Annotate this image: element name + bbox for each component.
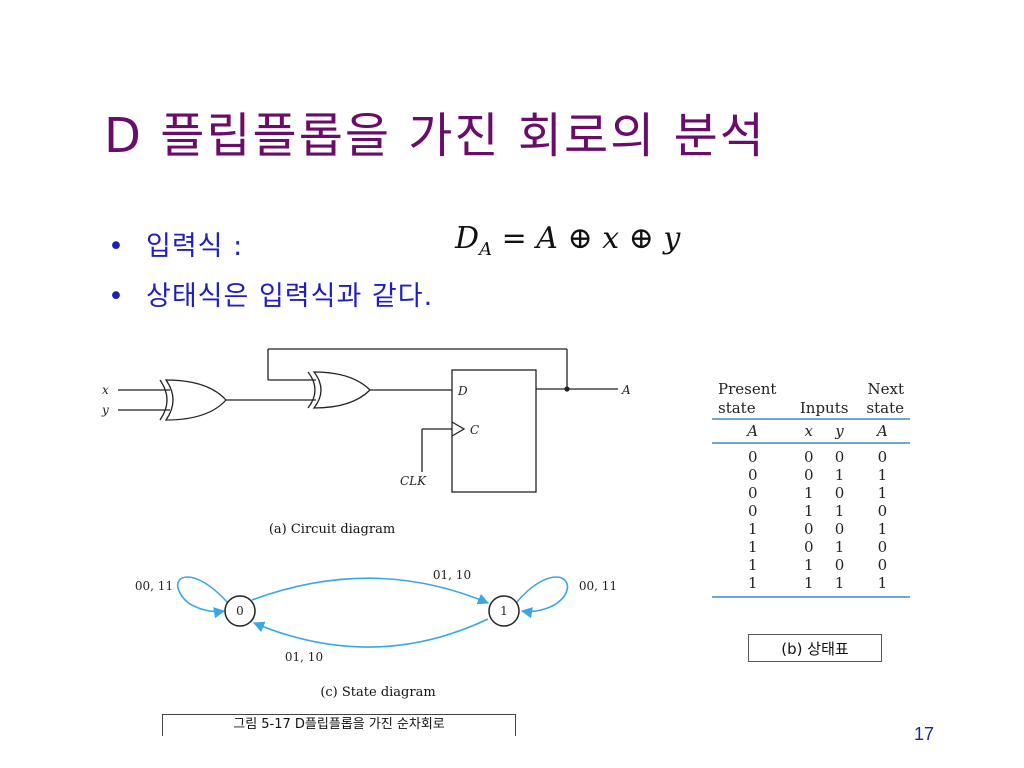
header-present-line1: Present: [718, 380, 777, 398]
table-row: 1 0 0 1: [712, 520, 910, 538]
cell-x: 1: [793, 574, 825, 598]
input-x-label: x: [102, 383, 109, 397]
state-table-caption: (b) 상태표: [748, 634, 882, 662]
state-1-label: 1: [500, 604, 508, 618]
header-present-line2: state: [718, 399, 756, 417]
cell-x: 1: [804, 556, 814, 574]
cell-x: 0: [804, 448, 814, 466]
eq-term-a: A: [536, 221, 558, 256]
cell-y: 0: [834, 520, 845, 538]
eq-term-x: x: [602, 221, 620, 256]
cell-present-a: 1: [712, 574, 794, 598]
circuit-diagram: x y D C CLK A (a) Circuit diagram: [101, 348, 631, 537]
cell-present-a: 0: [747, 466, 758, 484]
table-row: 1 1 0 0: [712, 556, 910, 574]
cell-x: 0: [804, 538, 814, 556]
bullet-list: • 입력식 : • 상태식은 입력식과 같다.: [104, 222, 433, 322]
cell-present-a: 1: [747, 538, 758, 556]
output-a-label: A: [621, 383, 631, 397]
eq-xor-2: ⊕: [628, 221, 654, 256]
cell-next-a: 0: [877, 448, 888, 466]
self-loop-left-label: 00, 11: [135, 579, 173, 593]
header-next-line1: Next: [867, 380, 905, 398]
header-inputs: Inputs: [799, 399, 849, 417]
bottom-edge-label: 01, 10: [285, 650, 323, 664]
bullet-dot: •: [108, 281, 125, 312]
subheader-present-a: A: [712, 418, 794, 444]
subheader-next-a: A: [854, 418, 910, 444]
cell-x: 0: [804, 520, 814, 538]
bullet-text: 상태식은 입력식과 같다.: [146, 281, 434, 312]
bullet-text: 입력식 :: [146, 231, 244, 262]
cell-present-a: 0: [747, 502, 758, 520]
input-equation: DA = A ⊕ x ⊕ y: [455, 221, 680, 260]
cell-y: 1: [824, 574, 855, 598]
cell-present-a: 0: [747, 484, 758, 502]
cell-y: 1: [834, 466, 845, 484]
eq-lhs: D: [455, 221, 480, 256]
state-0-label: 0: [236, 604, 244, 618]
eq-lhs-subscript: A: [479, 239, 493, 260]
ff-c-label: C: [470, 423, 479, 437]
state-diagram-caption: (c) State diagram: [320, 685, 435, 700]
table-row: 0 1 0 1: [712, 484, 910, 502]
state-node-0: [224, 595, 256, 627]
page-number: 17: [914, 724, 935, 744]
eq-xor-1: ⊕: [567, 221, 593, 256]
bullet-item-input-equation: • 입력식 :: [104, 222, 433, 272]
cell-next-a: 1: [877, 484, 888, 502]
cell-y: 1: [834, 538, 845, 556]
cell-y: 0: [834, 484, 845, 502]
cell-y: 1: [834, 502, 845, 520]
ff-d-label: D: [457, 384, 468, 398]
header-next-line2: state: [866, 399, 904, 417]
state-diagram: 0 1 00, 11 00, 11 01, 10 01, 10 (c) Stat…: [135, 568, 617, 700]
header-present: Present state: [712, 380, 793, 419]
cell-x: 0: [804, 466, 814, 484]
state-table-grid: Present state Inputs Next state A x y A …: [712, 380, 910, 598]
subheader-y: y: [824, 418, 855, 444]
eq-term-y: y: [663, 221, 681, 256]
clk-label: CLK: [400, 474, 427, 488]
cell-y: 0: [834, 448, 845, 466]
cell-next-a: 1: [854, 574, 910, 598]
input-y-label: y: [101, 403, 109, 417]
cell-present-a: 1: [747, 556, 758, 574]
figure-caption: 그림 5-17 D플립플롭을 가진 순차회로: [162, 714, 516, 736]
table-row: 0 0 0 0: [712, 443, 910, 466]
header-next: Next state: [855, 380, 910, 419]
subheader-x: x: [793, 418, 825, 444]
cell-next-a: 0: [877, 502, 888, 520]
cell-x: 1: [804, 502, 814, 520]
circuit-caption: (a) Circuit diagram: [269, 522, 395, 537]
cell-next-a: 0: [877, 556, 888, 574]
cell-next-a: 1: [877, 520, 888, 538]
table-row: 1 0 1 0: [712, 538, 910, 556]
cell-x: 1: [804, 484, 814, 502]
self-loop-right-label: 00, 11: [579, 579, 617, 593]
bullet-item-state-equation: • 상태식은 입력식과 같다.: [104, 272, 433, 322]
state-table: Present state Inputs Next state A x y A …: [712, 380, 910, 598]
cell-next-a: 0: [877, 538, 888, 556]
slide-title: D 플립플롭을 가진 회로의 분석: [104, 108, 766, 164]
table-row: 0 0 1 1: [712, 466, 910, 484]
table-row: 0 1 1 0: [712, 502, 910, 520]
state-node-1: [488, 595, 520, 627]
top-edge-label: 01, 10: [433, 568, 471, 582]
cell-present-a: 0: [747, 448, 758, 466]
bullet-dot: •: [108, 231, 125, 262]
eq-equals: =: [501, 221, 527, 256]
cell-present-a: 1: [747, 520, 758, 538]
cell-next-a: 1: [877, 466, 888, 484]
cell-y: 0: [834, 556, 845, 574]
